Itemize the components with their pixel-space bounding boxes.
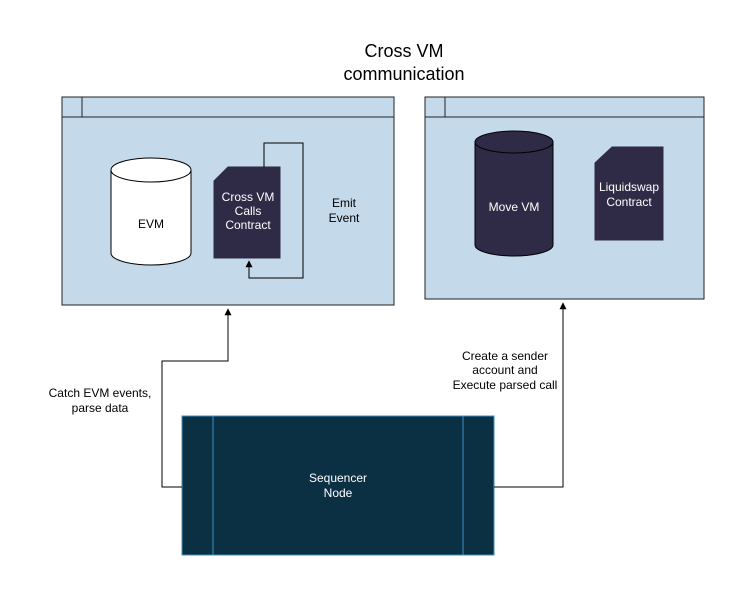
cross-vm-calls-contract-node [213,166,281,259]
evm-label: EVM [138,217,164,231]
create-sender-label-line3: Execute parsed call [453,378,558,392]
diagram-title-line2: communication [343,64,464,84]
catch-events-label-line1: Catch EVM events, [49,386,152,400]
sequencer-node [181,415,495,556]
sequencer-to-movevm-edge [494,302,567,488]
movevm-cylinder [474,130,554,257]
liquidswap-line2: Contract [606,195,652,209]
create-sender-label-line1: Create a sender [462,349,548,363]
sequencer-line2: Node [324,486,353,500]
sequencer-line1: Sequencer [309,471,367,485]
diagram-title-line1: Cross VM [364,41,443,61]
create-sender-label-line2: account and [472,363,537,377]
movevm-label: Move VM [489,200,540,214]
emit-event-loop-edge [245,142,304,279]
evm-cylinder [110,157,192,266]
emit-event-label-line2: Event [329,211,360,225]
cross-vm-contract-line1: Cross VM [222,190,275,204]
sequencer-to-evm-edge [161,308,232,488]
cross-vm-contract-line2: Calls [235,204,262,218]
emit-event-label-line1: Emit [332,196,357,210]
liquidswap-line1: Liquidswap [599,180,659,194]
liquidswap-contract-node [594,146,664,241]
catch-events-label-line2: parse data [72,401,129,415]
cross-vm-contract-line3: Contract [225,218,271,232]
